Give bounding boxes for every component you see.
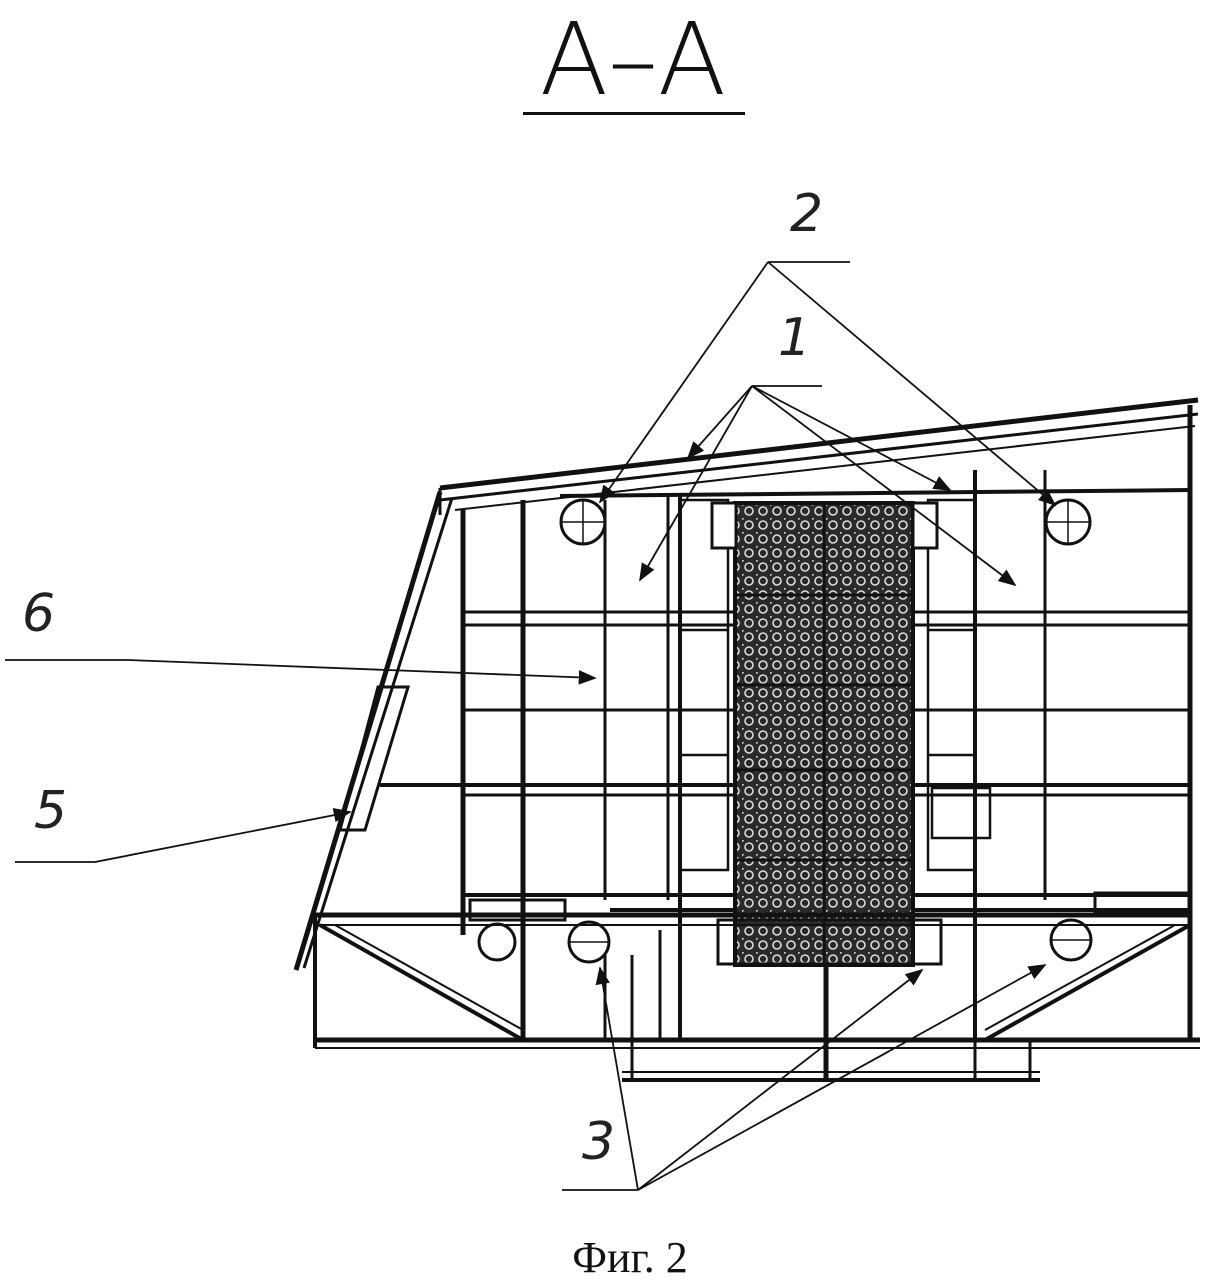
roof-truss: [438, 397, 1199, 515]
callout-2: 2: [790, 184, 824, 244]
mesh-screen: [710, 501, 943, 967]
section-title: A–A: [539, 1, 729, 118]
callout-3: 3: [582, 1112, 616, 1172]
pulleys: [468, 498, 1192, 964]
access-hatch: [338, 685, 411, 832]
side-panels: [678, 498, 992, 872]
leader-lines: [5, 261, 1057, 1191]
sloped-wall: [293, 491, 454, 971]
callout-5: 5: [34, 781, 68, 841]
section-title-underline: [523, 112, 745, 115]
base-frame: [313, 912, 1200, 1082]
callout-6: 6: [22, 584, 56, 644]
figure-caption: Фиг. 2: [572, 1233, 688, 1282]
callout-1: 1: [778, 308, 812, 368]
